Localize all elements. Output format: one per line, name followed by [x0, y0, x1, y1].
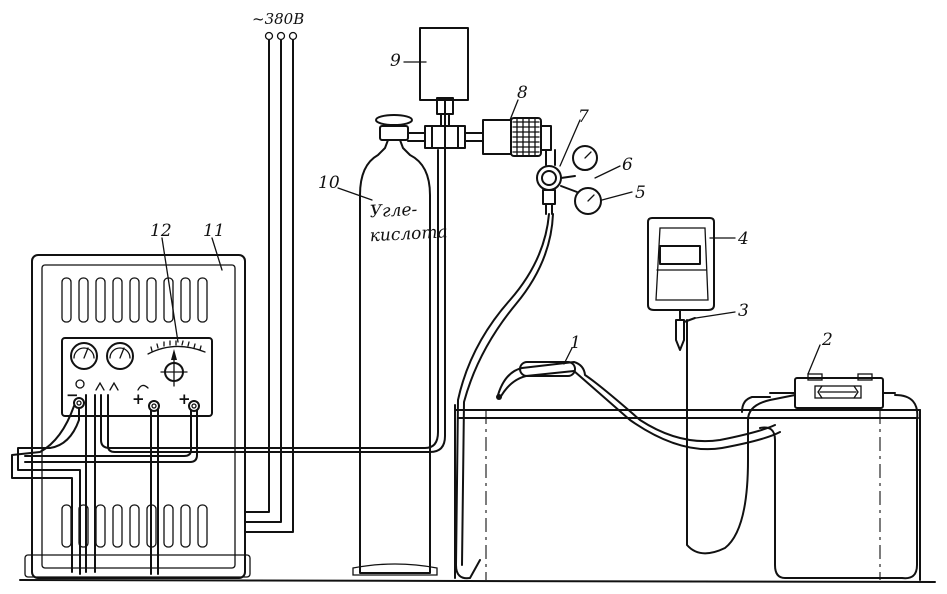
welding-torch	[496, 361, 781, 451]
label-3: 3	[738, 301, 749, 321]
plus-sign-2: +	[178, 390, 191, 408]
floor-line	[19, 579, 936, 583]
welding-table	[454, 404, 921, 581]
label-6: 6	[622, 155, 633, 175]
upper-louvers	[61, 277, 208, 323]
label-8: 8	[517, 83, 528, 103]
label-2: 2	[821, 330, 833, 350]
supply-wires	[244, 31, 298, 533]
pressure-reducer	[536, 145, 602, 215]
cylinder-label-line1: Угле-	[369, 200, 418, 222]
label-11: 11	[203, 221, 225, 241]
gas-heater	[419, 27, 469, 149]
low-pressure-gauge-icon	[574, 187, 602, 215]
label-10: 10	[318, 173, 340, 193]
label-12: 12	[150, 221, 172, 241]
gas-dryer	[464, 117, 552, 157]
voltmeter-icon	[106, 342, 134, 370]
leader-lines	[161, 61, 821, 375]
co2-cylinder	[352, 114, 438, 576]
welding-power-source: − + +	[24, 254, 251, 579]
panel-cables	[11, 99, 446, 575]
high-pressure-gauge-icon	[572, 145, 598, 171]
label-7: 7	[578, 107, 589, 127]
label-1: 1	[570, 333, 581, 353]
label-4: 4	[737, 229, 749, 249]
terminal-plus-2	[188, 400, 200, 412]
cylinder-label-line2: кислота	[369, 222, 448, 246]
voltage-label: ~380В	[252, 10, 304, 28]
lower-louvers	[61, 504, 208, 548]
wire-feeder-box	[769, 373, 896, 409]
welding-helmet	[647, 217, 715, 351]
control-panel	[61, 337, 213, 417]
ammeter-icon	[70, 342, 98, 370]
minus-sign: −	[66, 386, 79, 404]
label-5: 5	[635, 183, 646, 203]
label-9: 9	[390, 51, 401, 71]
plus-sign-1: +	[132, 390, 145, 408]
terminal-plus-1	[148, 400, 160, 412]
